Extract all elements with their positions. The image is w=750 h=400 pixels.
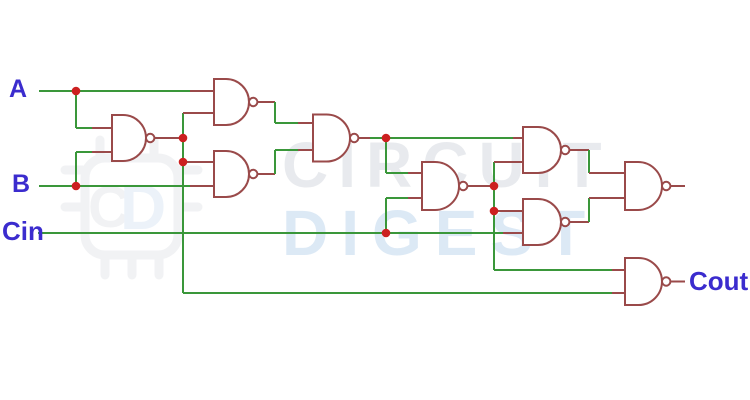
inverter-bubble-nand2: [248, 96, 259, 108]
inverter-bubble-nand4: [349, 132, 360, 144]
input-label-cin: Cin: [2, 216, 44, 246]
inverter-bubble-nand9: [661, 276, 672, 287]
junction-dot: [71, 181, 81, 191]
junction-dot: [178, 157, 188, 167]
junction-dot: [489, 206, 499, 216]
nand-gate-nand1: [111, 114, 147, 162]
nand-gate-nand4: [312, 113, 351, 163]
inverter-bubble-nand8: [661, 180, 672, 192]
inverter-bubble-nand6: [560, 144, 571, 156]
inverter-bubble-nand5: [458, 180, 469, 192]
nand-gate-nand5: [421, 161, 460, 211]
input-label-b: B: [12, 170, 31, 198]
nand-gate-nand7: [522, 198, 562, 246]
input-label-a: A: [9, 75, 28, 103]
inverter-bubble-nand3: [248, 168, 259, 180]
inverter-bubble-nand1: [145, 132, 156, 144]
nand-gate-nand8: [624, 161, 663, 211]
junction-dot: [381, 133, 391, 143]
nand-gate-nand2: [213, 78, 250, 126]
inverter-bubble-nand7: [560, 216, 571, 228]
junction-dot: [489, 181, 499, 191]
output-label-cout: Cout: [689, 266, 749, 296]
nand-gate-nand3: [213, 150, 250, 198]
junction-dot: [381, 228, 391, 238]
junction-dot: [178, 133, 188, 143]
nand-gate-nand6: [522, 126, 562, 174]
nand-gate-nand9: [624, 257, 663, 306]
junction-dot: [71, 86, 81, 96]
